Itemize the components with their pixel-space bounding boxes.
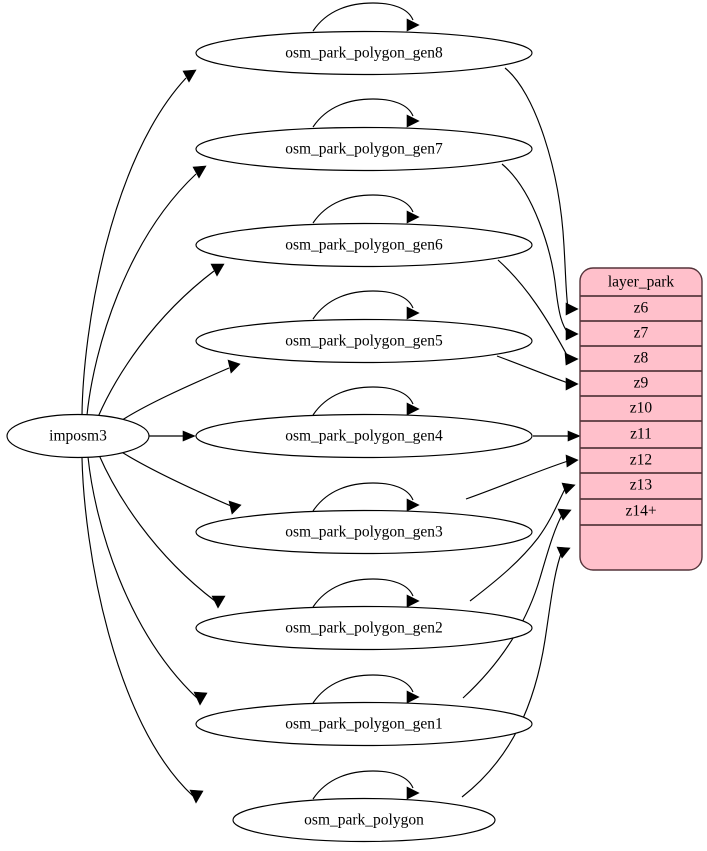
node-gen5-shape[interactable] <box>195 318 533 364</box>
arrowhead-z6 <box>565 302 579 316</box>
node-base[interactable]: osm_park_polygon <box>232 797 496 843</box>
edge-imposm3-to-gen8 <box>81 77 187 416</box>
arrowhead-gen2-in <box>211 595 226 609</box>
edge-imposm3-to-gen5 <box>118 367 230 423</box>
arrowhead-z11 <box>565 454 579 468</box>
arrowhead-gen3-in <box>228 500 242 515</box>
arrowhead-z10 <box>567 430 581 442</box>
self-loop-gen3 <box>312 482 414 512</box>
edge-imposm3-to-gen3 <box>119 450 232 507</box>
arrowhead-base-in <box>189 789 204 804</box>
edge-imposm3-to-base <box>81 457 194 797</box>
edge-gen7-to-z7 <box>501 163 569 334</box>
self-loop-gen4 <box>312 386 414 416</box>
node-base-shape[interactable] <box>232 797 496 843</box>
node-gen8[interactable]: osm_park_polygon_gen8 <box>195 30 533 76</box>
self-loop-gen1 <box>312 674 414 704</box>
node-gen2[interactable]: osm_park_polygon_gen2 <box>195 605 533 651</box>
self-loop-gen5 <box>312 290 414 320</box>
arrowhead-self-loop-gen7 <box>406 114 420 128</box>
arrowhead-gen8-in <box>182 69 197 83</box>
edge-gen8-to-z6 <box>504 67 569 309</box>
node-gen1-shape[interactable] <box>195 701 533 747</box>
arrowhead-gen5-in <box>227 359 241 374</box>
self-loop-gen2 <box>312 578 414 608</box>
arrowhead-gen7-in <box>192 165 207 179</box>
arrowhead-self-loop-gen5 <box>406 306 420 320</box>
arrowhead-z13 <box>557 508 572 521</box>
node-imposm3[interactable]: imposm3 <box>6 413 150 459</box>
edge-imposm3-to-gen1 <box>87 456 198 699</box>
edges-to-table <box>461 67 581 798</box>
self-loop-gen6 <box>312 194 414 224</box>
node-gen7-shape[interactable] <box>195 126 533 172</box>
node-imposm3-shape[interactable] <box>6 413 150 459</box>
table-outline <box>579 267 703 571</box>
arrowhead-self-loop-gen4 <box>406 402 420 416</box>
edge-base-to-z14 <box>461 550 563 798</box>
node-gen2-shape[interactable] <box>195 605 533 651</box>
arrowhead-self-loop-gen3 <box>406 498 420 512</box>
edge-imposm3-to-gen2 <box>98 454 216 602</box>
self-loop-gen8 <box>312 2 414 32</box>
table-layer-park[interactable]: layer_park z6 z7 z8 z9 z10 z11 z12 z13 z… <box>579 267 703 571</box>
edge-imposm3-to-gen6 <box>97 270 215 418</box>
edge-gen1-to-z13 <box>462 512 564 699</box>
arrowhead-z7 <box>565 327 579 341</box>
node-gen1[interactable]: osm_park_polygon_gen1 <box>195 701 533 747</box>
node-gen6[interactable]: osm_park_polygon_gen6 <box>195 222 533 268</box>
arrowhead-gen6-in <box>210 263 225 277</box>
node-gen5[interactable]: osm_park_polygon_gen5 <box>195 318 533 364</box>
arrowhead-z12 <box>561 482 576 495</box>
edge-gen2-to-z12 <box>469 486 567 602</box>
self-loop-gen7 <box>312 98 414 128</box>
arrowhead-z9 <box>565 377 579 391</box>
edge-gen3-to-z11 <box>465 460 569 500</box>
node-gen6-shape[interactable] <box>195 222 533 268</box>
arrowhead-self-loop-gen2 <box>406 594 420 608</box>
node-gen7[interactable]: osm_park_polygon_gen7 <box>195 126 533 172</box>
node-gen4-shape[interactable] <box>195 413 533 459</box>
edges-from-source <box>81 69 242 804</box>
node-gen3-shape[interactable] <box>195 509 533 555</box>
edge-gen5-to-z9 <box>496 355 569 384</box>
table-background <box>580 268 702 570</box>
arrowhead-z14 <box>556 546 571 559</box>
arrowhead-self-loop-base <box>406 786 420 800</box>
node-gen3[interactable]: osm_park_polygon_gen3 <box>195 509 533 555</box>
edge-imposm3-to-gen7 <box>86 173 197 416</box>
arrowhead-z8 <box>564 352 579 366</box>
node-gen8-shape[interactable] <box>195 30 533 76</box>
self-loop-base <box>312 770 414 800</box>
node-gen4[interactable]: osm_park_polygon_gen4 <box>195 413 533 459</box>
arrowhead-self-loop-gen1 <box>406 690 420 704</box>
arrowhead-gen1-in <box>193 691 208 706</box>
arrowhead-self-loop-gen8 <box>406 18 420 32</box>
self-loop-edges <box>312 2 420 800</box>
edge-gen6-to-z8 <box>497 259 569 358</box>
arrowhead-self-loop-gen6 <box>406 210 420 224</box>
arrowhead-gen4-in <box>182 430 196 442</box>
